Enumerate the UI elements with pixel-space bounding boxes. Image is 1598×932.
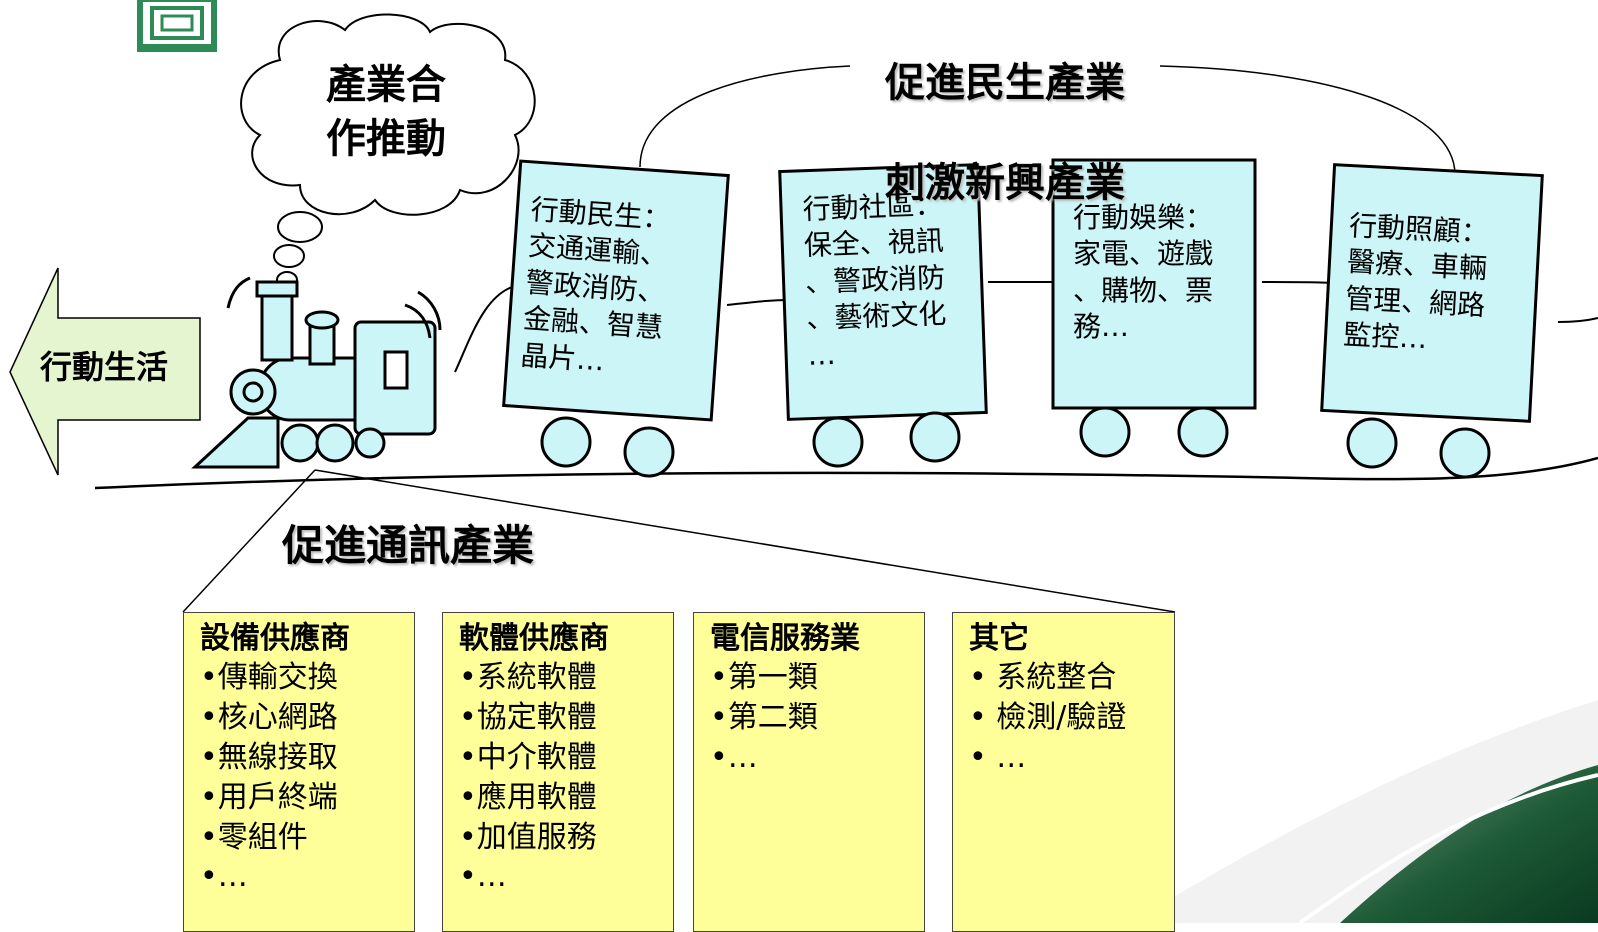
box-title: 電信服務業 xyxy=(710,621,860,656)
box-item: •… xyxy=(200,859,248,895)
framed-square-icon xyxy=(137,0,217,52)
box-title: 設備供應商 xyxy=(200,621,350,656)
box-item: •協定軟體 xyxy=(459,699,597,735)
top-title: 促進民生產業 刺激新興產業 xyxy=(840,8,1170,258)
top-bracket-arc xyxy=(639,65,1456,176)
top-title-line1: 促進民生產業 xyxy=(885,60,1125,106)
box-item: •傳輸交換 xyxy=(200,660,338,695)
bottom-connector-lines xyxy=(182,469,1176,613)
box-item: • 系統整合 xyxy=(969,660,1117,695)
car-3-text: 行動娛樂： 家電、遊戲 、購物、票 務… xyxy=(1073,201,1214,344)
box-equipment-suppliers: 設備供應商 •傳輸交換 •核心網路 •無線接取 •用戶終端 •零組件 •… xyxy=(183,612,415,932)
box-item: •… xyxy=(710,739,758,775)
box-others: 其它 • 系統整合 • 檢測/驗證 • … xyxy=(952,612,1175,932)
car-2-text: 行動社區： 保全、視訊 、警政消防 、藝術文化 … xyxy=(802,188,947,372)
box-item: •… xyxy=(459,859,507,895)
box-item: •中介軟體 xyxy=(459,739,597,775)
thought-bubble-text: 產業合 作推動 xyxy=(326,62,446,162)
car-2 xyxy=(778,163,988,468)
left-arrow-shape xyxy=(9,267,201,476)
top-title-line2: 刺激新興產業 xyxy=(885,160,1125,206)
box-item: •第一類 xyxy=(710,660,818,695)
box-item: •零組件 xyxy=(200,819,308,855)
box-item: •第二類 xyxy=(710,699,818,735)
car-4-text: 行動照顧： 醫療、車輛 管理、網路 監控… xyxy=(1342,208,1490,356)
box-item: • 檢測/驗證 xyxy=(969,699,1127,735)
box-item: •核心網路 xyxy=(200,699,338,735)
box-item: •加值服務 xyxy=(459,819,597,855)
left-arrow-label: 行動生活 xyxy=(40,348,169,386)
box-title: 軟體供應商 xyxy=(459,621,609,656)
steam-locomotive-icon xyxy=(191,276,442,469)
box-item: •應用軟體 xyxy=(459,779,597,815)
car-3 xyxy=(1051,158,1257,458)
box-title: 其它 xyxy=(969,621,1029,656)
box-software-suppliers: 軟體供應商 •系統軟體 •協定軟體 •中介軟體 •應用軟體 •加值服務 •… xyxy=(442,612,674,932)
box-item: •用戶終端 xyxy=(200,779,338,815)
thought-cloud-icon xyxy=(240,13,536,289)
car-4 xyxy=(1320,163,1544,479)
box-telecom-services: 電信服務業 •第一類 •第二類 •… xyxy=(693,612,925,932)
corner-swoosh xyxy=(1130,700,1598,923)
box-item: • … xyxy=(969,739,1027,775)
car-1 xyxy=(502,159,730,478)
car-1-text: 行動民生： 交通運輸、 警政消防、 金融、智慧 晶片… xyxy=(519,192,672,377)
box-item: •系統軟體 xyxy=(459,660,597,695)
bottom-title: 促進通訊產業 xyxy=(282,521,535,570)
box-item: •無線接取 xyxy=(200,739,338,775)
